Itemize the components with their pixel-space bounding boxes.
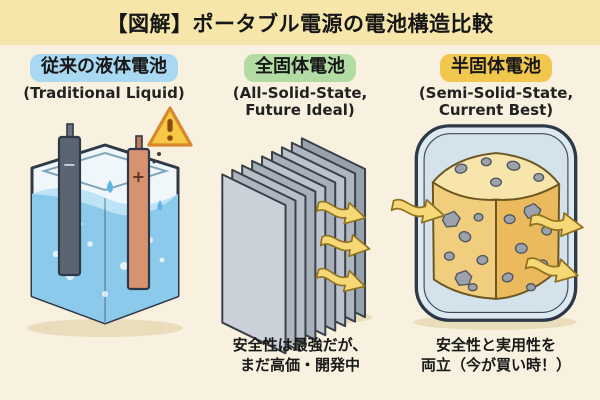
warning-icon: [147, 106, 193, 170]
minus-electrode: −: [57, 123, 82, 277]
title-banner: 【図解】ポータブル電源の電池構造比較: [0, 0, 600, 45]
column-subheading-liquid: (Traditional Liquid): [23, 83, 185, 102]
column-subheading-semi-solid: (Semi-Solid-State, Current Best): [418, 83, 574, 120]
comparison-columns: 従来の液体電池 (Traditional Liquid): [0, 45, 600, 375]
solid-plates-illustration: [221, 137, 373, 355]
droplet-icon: [107, 180, 163, 212]
column-traditional-liquid: 従来の液体電池 (Traditional Liquid): [6, 54, 202, 375]
column-heading-all-solid: 全固体電池: [244, 54, 356, 82]
column-heading-semi-solid: 半固体電池: [440, 54, 552, 82]
semi-solid-cell-illustration: [389, 124, 586, 330]
liquid-battery-illustration: − +: [27, 106, 193, 338]
column-subheading-all-solid: (All-Solid-State, Future Ideal): [232, 83, 368, 120]
page-title: 【図解】ポータブル電源の電池構造比較: [106, 11, 494, 36]
plate-stack: [221, 137, 367, 355]
column-semi-solid-state: 半固体電池 (Semi-Solid-State, Current Best): [389, 54, 594, 375]
minus-label: −: [63, 155, 76, 174]
column-caption-semi-solid: 安全性と実用性を 両立（今が買い時！）: [420, 335, 571, 375]
plus-label: +: [132, 167, 145, 186]
solid-particles: [441, 157, 553, 292]
plus-electrode: +: [126, 135, 151, 291]
shadow: [27, 319, 183, 338]
column-heading-liquid: 従来の液体電池: [30, 54, 178, 82]
column-caption-all-solid: 安全性は最強だが、 まだ高価・開発中: [232, 335, 368, 375]
column-all-solid-state: 全固体電池 (All-Solid-State, Future Ideal): [202, 54, 398, 375]
